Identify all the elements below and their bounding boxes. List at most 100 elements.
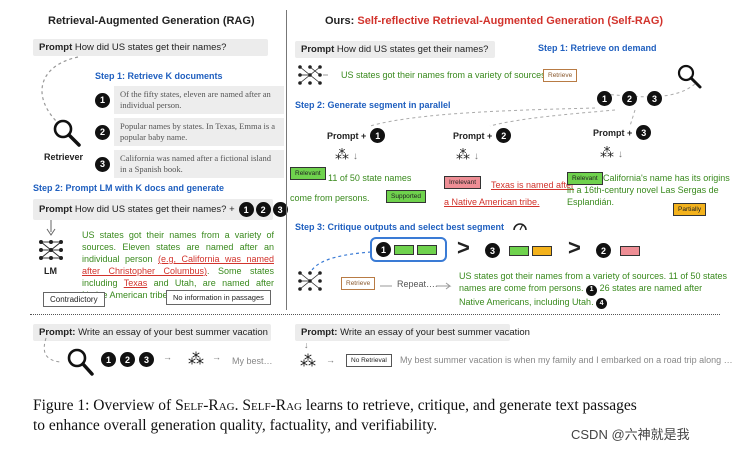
title-main: Self-reflective Retrieval-Augmented Gene… xyxy=(357,15,612,27)
green-block xyxy=(394,244,414,255)
selfrag-prompt: Prompt How did US states get their names… xyxy=(295,41,495,58)
horizontal-divider xyxy=(30,314,720,315)
rag-generation: US states got their names from a variety… xyxy=(82,229,274,301)
noinfo-badge: No information in passages xyxy=(166,290,271,305)
seg1-text: 11 of 50 state names come from persons. xyxy=(290,173,412,203)
retrieve-tag: Retrieve xyxy=(341,277,376,290)
neural-network-icon xyxy=(39,240,63,260)
number-2-icon: 2 xyxy=(120,352,135,367)
final-gen-text: US states got their names from a variety… xyxy=(459,270,729,309)
neural-network-icon: ⁂ xyxy=(300,353,316,370)
final-text-a: US states got their names from a variety… xyxy=(459,271,727,293)
caption-line-2: to enhance overall generation quality, f… xyxy=(33,417,438,434)
repeat-label: Repeat…. xyxy=(397,279,438,289)
arrow-icon: → xyxy=(326,355,335,365)
rag-prompt-2: Prompt How did US states get their names… xyxy=(33,199,288,220)
rank-2: 3 xyxy=(485,243,552,258)
prompt-label: Prompt xyxy=(301,44,335,55)
dashed-arrows-parallel xyxy=(369,107,636,127)
prompt-plus-label: Prompt + xyxy=(327,130,367,141)
retrieved-numbers: 1 2 3 xyxy=(597,91,662,106)
greater-than-icon: > xyxy=(568,235,581,260)
number-2-icon: 2 xyxy=(255,202,271,217)
prompt-plus-3: Prompt +3 xyxy=(593,125,652,140)
number-2-icon: 2 xyxy=(496,128,512,143)
gen-text-a: US states got their names from a variety… xyxy=(82,230,274,264)
title-abbr: Self-RAG xyxy=(611,15,660,27)
doc-text: Popular names by states. In Texas, Emma … xyxy=(114,118,284,146)
doc-item-2: 2 Popular names by states. In Texas, Emm… xyxy=(95,118,284,146)
watermark: CSDN @六神就是我 xyxy=(571,427,690,442)
neural-network-icon xyxy=(298,65,328,85)
number-3-icon: 3 xyxy=(647,91,662,106)
number-1-icon: 1 xyxy=(95,92,110,108)
retriever-label: Retriever xyxy=(44,152,84,162)
bottom-right-gen: My best summer vacation is when my famil… xyxy=(400,355,733,365)
prompt-plus-1: Prompt +1 xyxy=(327,128,386,143)
doc-text: Of the fifty states, eleven are named af… xyxy=(114,86,284,114)
neural-network-icon: ⁂ ↓ xyxy=(335,146,358,162)
gen-text-d: Texas xyxy=(123,278,148,288)
prompt-text: Write an essay of your best summer vacat… xyxy=(340,327,530,338)
number-2-icon: 2 xyxy=(596,243,611,258)
rag-step2: Step 2: Prompt LM with K docs and genera… xyxy=(33,183,225,193)
magnifier-icon xyxy=(677,64,702,89)
caption-text: learns to retrieve, critique, and genera… xyxy=(301,397,637,414)
prompt-label: Prompt xyxy=(39,204,73,215)
greater-than-icon: > xyxy=(457,235,470,260)
prompt-plus-2: Prompt +2 xyxy=(453,128,512,143)
doc-item-1: 1 Of the fifty states, eleven are named … xyxy=(95,86,284,114)
number-1-icon: 1 xyxy=(586,284,598,296)
rag-prompt: Prompt How did US states get their names… xyxy=(33,39,268,56)
bottom-right-prompt: Prompt: Write an essay of your best summ… xyxy=(295,324,530,341)
red-block xyxy=(620,245,640,256)
no-retrieval-tag: No Retrieval xyxy=(346,354,392,367)
best-segment-box: 1 xyxy=(370,237,447,262)
prompt-text: How did US states get their names? xyxy=(336,44,489,55)
dashed-arrow-to-retriever xyxy=(41,56,79,124)
selfrag-title: Ours: Self-reflective Retrieval-Augmente… xyxy=(325,15,663,27)
seg2-text: Texas is named after a Native American t… xyxy=(444,180,575,207)
selfrag-step2: Step 2: Generate segment in parallel xyxy=(295,100,451,110)
number-3-icon: 3 xyxy=(139,352,154,367)
prompt-label: Prompt: xyxy=(301,327,338,338)
title-prefix: Ours: xyxy=(325,15,358,27)
prompt-text: How did US states get their names? + xyxy=(74,204,235,215)
relevant-tag: Relevant xyxy=(290,167,326,180)
prompt-plus-label: Prompt + xyxy=(453,130,493,141)
prompt-plus-label: Prompt + xyxy=(593,127,633,138)
arrows-icon xyxy=(380,282,452,290)
caption-selfrag: Self-Rag xyxy=(175,397,235,414)
doc-list: 1 Of the fifty states, eleven are named … xyxy=(95,86,284,178)
doc-item-3: 3 California was named after a fictional… xyxy=(95,150,284,178)
prompt-label: Prompt xyxy=(39,42,73,53)
number-2-icon: 2 xyxy=(622,91,637,106)
neural-network-icon: ⁂ xyxy=(188,351,204,368)
prompt-text: How did US states get their names? xyxy=(74,42,227,53)
rag-title: Retrieval-Augmented Generation (RAG) xyxy=(48,15,255,27)
supported-badge: Supported xyxy=(386,190,426,203)
caption-line-1: Figure 1: Overview of Self-Rag. Self-Rag… xyxy=(33,396,733,416)
magnifier-icon xyxy=(67,348,94,376)
bottom-left-prompt: Prompt: Write an essay of your best summ… xyxy=(33,324,271,341)
seg3-text: California's name has its origins in a 1… xyxy=(567,173,730,207)
caption-text: . xyxy=(234,397,243,414)
down-arrow-icon xyxy=(46,220,56,236)
down-arrow-icon: ↓ xyxy=(304,340,309,350)
partially-badge: Partially xyxy=(673,203,707,216)
selfrag-step1: Step 1: Retrieve on demand xyxy=(538,43,657,53)
number-1-icon: 1 xyxy=(597,91,612,106)
caption-text: Figure 1: Overview of xyxy=(33,397,176,414)
dashed-arrow-loop xyxy=(311,251,372,271)
contradictory-badge: Contradictory xyxy=(43,292,105,307)
number-4-icon: 4 xyxy=(596,298,608,309)
arrow-icon: → xyxy=(163,352,172,362)
dashed-arrow-bottom-left xyxy=(43,337,61,363)
gen-text-b: (e.g, California was named after Christo… xyxy=(82,254,274,276)
number-1-icon: 1 xyxy=(376,242,391,257)
number-2-icon: 2 xyxy=(95,124,110,140)
rank-3: 2 xyxy=(596,243,640,258)
retrieve-gen-text: US states got their names from a variety… xyxy=(341,70,549,80)
prompt-label: Prompt: xyxy=(39,327,76,338)
bottom-left-gen: My best… xyxy=(232,356,273,366)
